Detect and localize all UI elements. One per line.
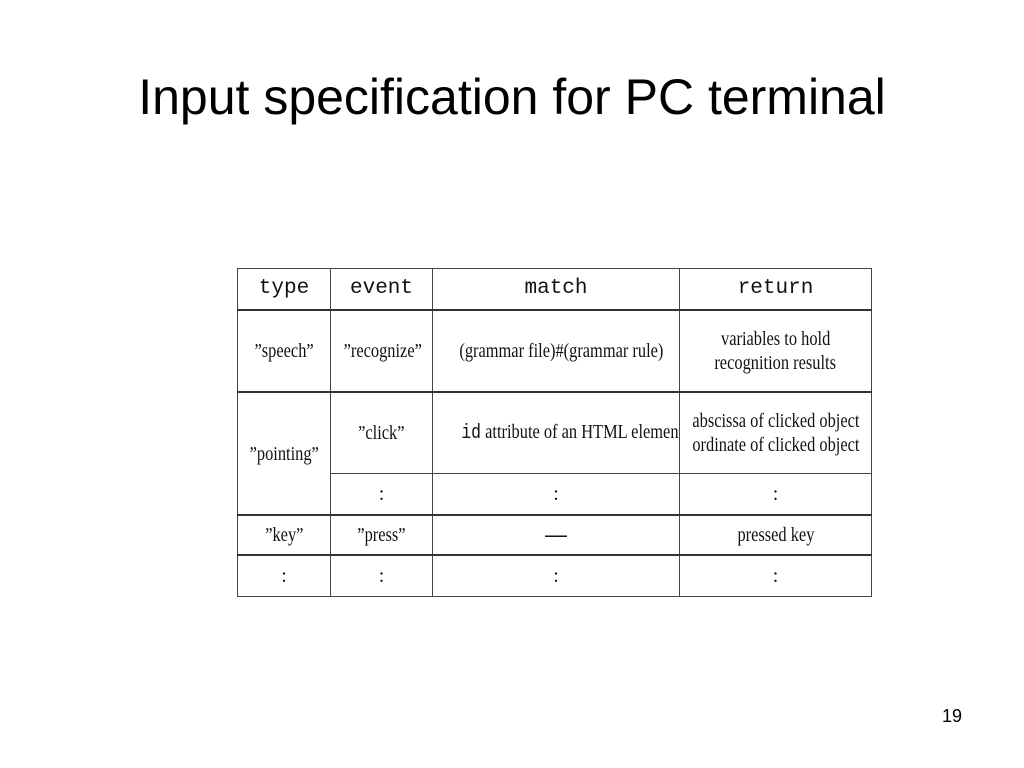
- cell-match: :: [432, 554, 680, 597]
- cell-type: ”key”: [237, 514, 331, 556]
- table-row-key: ”key” ”press” — pressed key: [237, 514, 872, 556]
- key-match: —: [545, 521, 567, 547]
- speech-return-line2: recognition results: [714, 352, 837, 374]
- key-event: ”press”: [357, 524, 406, 546]
- header-match: match: [432, 268, 680, 311]
- key-return: pressed key: [737, 524, 814, 546]
- speech-match: (grammar file)#(grammar rule): [459, 340, 664, 362]
- cell-return: :: [679, 473, 872, 516]
- cell-return: pressed key: [679, 514, 872, 556]
- slide-title: Input specification for PC terminal: [138, 69, 886, 125]
- table-row-more: : : : :: [237, 554, 872, 597]
- click-match-code: id: [461, 422, 482, 445]
- pointing-type: ”pointing”: [249, 442, 319, 465]
- cell-event: :: [330, 554, 433, 597]
- input-spec-table: type event match return ”speech” ”recogn…: [237, 268, 872, 597]
- header-return: return: [679, 268, 872, 311]
- table-header-row: type event match return: [237, 268, 872, 311]
- table-row-speech: ”speech” ”recognize” (grammar file)#(gra…: [237, 309, 872, 393]
- click-match-text: attribute of an HTML element: [481, 421, 680, 443]
- cell-event: :: [330, 473, 433, 516]
- cell-return: variables to hold recognition results: [679, 309, 872, 393]
- table-row-pointing-click: ”pointing” ”click” id attribute of an HT…: [237, 391, 872, 516]
- cell-type: :: [237, 554, 331, 597]
- click-match: id attribute of an HTML element: [461, 420, 680, 446]
- speech-event: ”recognize”: [343, 340, 422, 362]
- cell-event: ”press”: [330, 514, 433, 556]
- speech-type: ”speech”: [254, 340, 314, 362]
- header-type: type: [237, 268, 331, 311]
- cell-type: ”pointing”: [237, 391, 331, 516]
- key-type: ”key”: [264, 524, 304, 546]
- cell-type: ”speech”: [237, 309, 331, 393]
- cell-event: ”recognize”: [330, 309, 433, 393]
- cell-match: :: [432, 473, 680, 516]
- table-row-pointing-continuation: : : :: [238, 473, 872, 516]
- click-event: ”click”: [358, 422, 405, 444]
- cell-event: ”click”: [330, 391, 433, 474]
- click-return-line1: abscissa of clicked object: [691, 410, 860, 432]
- cell-match: id attribute of an HTML element: [432, 391, 680, 474]
- page-number: 19: [941, 706, 962, 726]
- cell-return: abscissa of clicked object ordinate of c…: [679, 391, 872, 474]
- cell-return: :: [679, 554, 872, 597]
- click-return-line2: ordinate of clicked object: [691, 434, 860, 456]
- cell-match: (grammar file)#(grammar rule): [432, 309, 680, 393]
- speech-return-line1: variables to hold: [720, 328, 831, 350]
- header-event: event: [330, 268, 433, 311]
- cell-match: —: [432, 514, 680, 556]
